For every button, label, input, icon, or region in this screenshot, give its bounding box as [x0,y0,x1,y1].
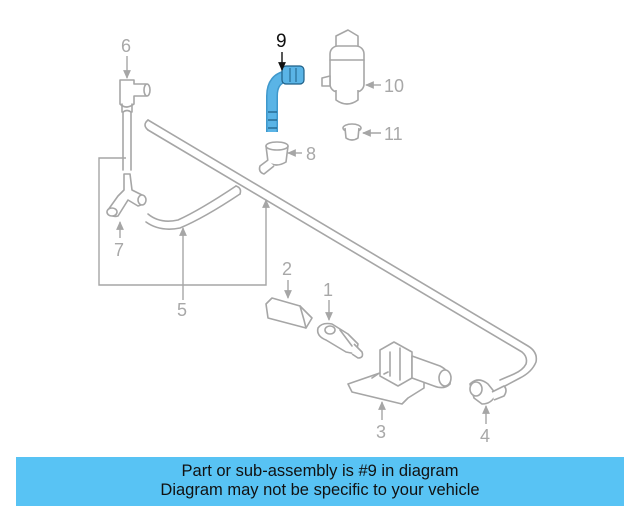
callout-10: 10 [384,76,404,96]
part-11-grommet [342,123,362,141]
callout-7: 7 [114,240,124,260]
part-8-connector [258,141,289,175]
callout-5-bracket [98,157,270,300]
part-3-bracket-assembly [347,341,452,405]
part-2-cover [265,297,313,329]
part-1-nozzle [316,322,364,359]
callout-1: 1 [323,280,333,300]
callout-2: 2 [282,259,292,279]
leader-lines [116,52,490,424]
callout-11: 11 [384,124,403,144]
part-4-end-connector [469,379,507,405]
callout-8: 8 [306,144,316,164]
callout-3: 3 [376,422,386,442]
part-9-elbow-hose [266,65,305,132]
banner-line-part: Part or sub-assembly is #9 in diagram [181,462,459,480]
part-7-y-connector [106,173,147,218]
banner-line-disclaimer: Diagram may not be specific to your vehi… [160,481,480,499]
part-10-washer-pump [321,29,365,105]
vertical-hose [122,109,132,171]
callout-4: 4 [480,426,490,446]
long-washer-hose [144,119,538,387]
info-banner: Part or sub-assembly is #9 in diagram Di… [16,457,624,506]
part-6-elbow-connector [119,79,151,113]
parts-diagram: 1 2 3 4 5 6 7 8 10 11 9 [98,29,538,446]
short-washer-hose [145,185,242,230]
callout-6: 6 [121,36,131,56]
callout-9: 9 [276,31,287,52]
callout-5: 5 [177,300,187,320]
